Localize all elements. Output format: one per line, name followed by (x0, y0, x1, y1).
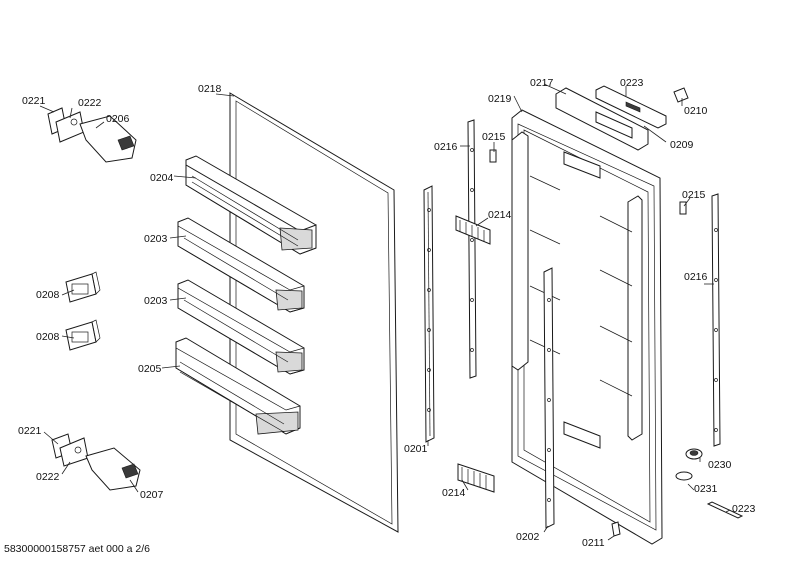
part-labels: 0221 0222 0206 0218 0204 0203 0203 0205 … (18, 77, 756, 549)
label-0208-lower: 0208 (36, 331, 60, 343)
door-shelf-0203-lower (177, 279, 305, 375)
label-0221-upper: 0221 (22, 95, 46, 107)
label-0222-lower: 0222 (36, 471, 60, 483)
label-0214-upper: 0214 (488, 209, 512, 221)
label-0215-right: 0215 (682, 189, 706, 201)
label-0206: 0206 (106, 113, 130, 125)
bracket-0208-lower (65, 319, 101, 351)
hinge-strip-0202 (543, 267, 555, 529)
label-0223-top: 0223 (620, 77, 644, 89)
label-0222-upper: 0222 (78, 97, 102, 109)
label-0218: 0218 (198, 83, 222, 95)
label-0214-lower: 0214 (442, 487, 466, 499)
label-0204: 0204 (150, 172, 174, 184)
label-0207: 0207 (140, 489, 164, 501)
hinge-strip-0201 (423, 185, 435, 443)
cover-0217 (555, 87, 649, 151)
door-shelf-0204 (185, 155, 317, 255)
label-0202: 0202 (516, 531, 540, 543)
clip-0215-right (679, 201, 687, 215)
label-0221-lower: 0221 (18, 425, 42, 437)
label-0223-bottom: 0223 (732, 503, 756, 515)
bracket-0211 (611, 521, 621, 537)
label-0216-left: 0216 (434, 141, 458, 153)
rail-0216-right (711, 193, 721, 447)
label-0217: 0217 (530, 77, 554, 89)
label-0205: 0205 (138, 363, 162, 375)
document-number: 58300000158757 aet 000 a 2/6 (4, 543, 150, 555)
clip-0215-left (489, 149, 497, 163)
part-0230 (685, 448, 703, 460)
strip-0223-bottom (706, 501, 744, 519)
label-0230: 0230 (708, 459, 732, 471)
part-0231 (675, 471, 693, 481)
door-shelf-0205 (175, 337, 301, 435)
cap-0210 (673, 87, 689, 103)
door-gasket-0218 (229, 92, 399, 533)
label-0208-upper: 0208 (36, 289, 60, 301)
door-shelf-0203-upper (177, 217, 305, 313)
label-0203-upper: 0203 (144, 233, 168, 245)
label-0215-left: 0215 (482, 131, 506, 143)
label-0231: 0231 (694, 483, 718, 495)
label-0211: 0211 (582, 537, 605, 549)
label-0201: 0201 (404, 443, 428, 455)
bracket-0208-upper (65, 271, 101, 303)
bar-0223-top (595, 85, 667, 129)
vent-grille-0214-upper (455, 215, 491, 245)
vent-grille-0214-lower (457, 463, 495, 493)
inner-door-0219 (511, 109, 663, 545)
hinge-set-lower (51, 433, 141, 491)
label-0210: 0210 (684, 105, 708, 117)
label-0209: 0209 (670, 139, 694, 151)
rail-0216-left (467, 119, 477, 379)
label-0219: 0219 (488, 93, 512, 105)
label-0216-right: 0216 (684, 271, 708, 283)
leader-lines (39, 83, 731, 541)
hinge-set-upper (47, 107, 137, 163)
label-0203-lower: 0203 (144, 295, 168, 307)
